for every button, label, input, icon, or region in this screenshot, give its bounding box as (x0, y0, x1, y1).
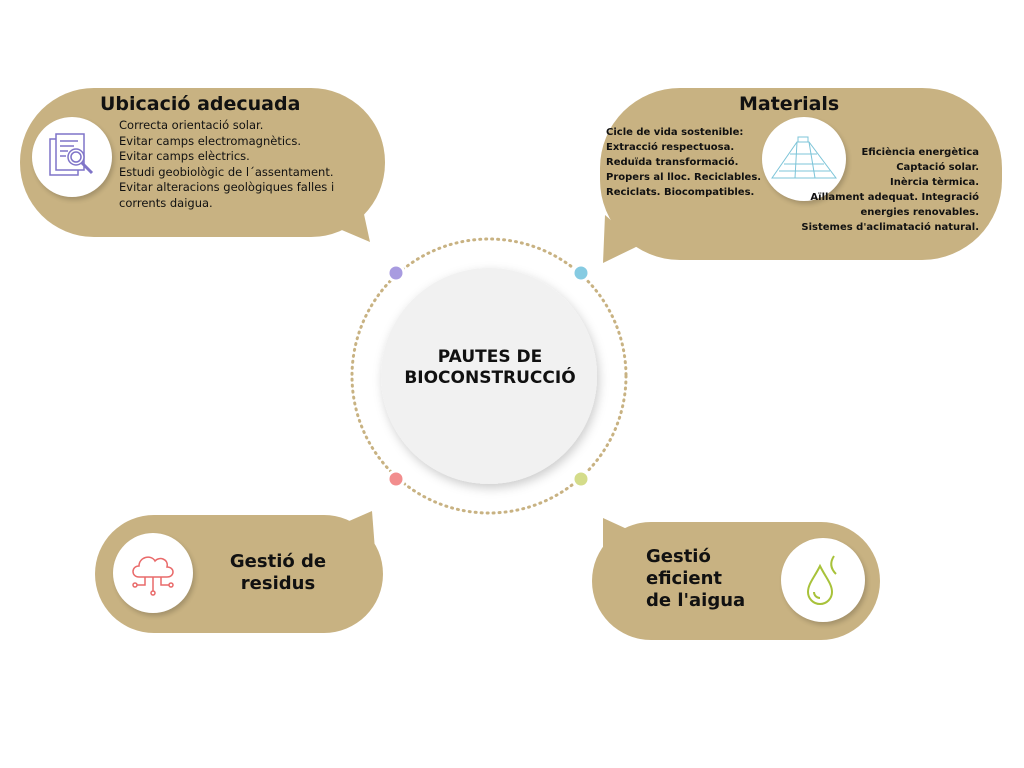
dotted-ring (350, 237, 628, 515)
bubble-residus-tail (340, 511, 375, 550)
residus-label: Gestió de residus (210, 551, 346, 595)
ubicacio-item: Estudi geobiològic de l´assentament. (119, 164, 334, 179)
materials-item: Cicle de vida sostenible: (606, 127, 744, 138)
bubble-ubicacio (20, 88, 385, 237)
residus-line2: residus (240, 573, 316, 594)
center-circle (381, 268, 597, 484)
water-drop-icon (781, 538, 865, 622)
center-title-line1: PAUTES DE (437, 347, 543, 367)
center-title: PAUTES DE BIOCONSTRUCCIÓ (380, 347, 600, 389)
residus-line1: Gestió de (229, 551, 327, 572)
materials-right-list: Eficiència energètica Captació solar. In… (801, 145, 979, 235)
ubicacio-item: Correcta orientació solar. (119, 118, 264, 132)
materials-item: Captació solar. (896, 162, 979, 173)
ubicacio-item: Evitar camps elèctrics. (119, 149, 250, 163)
materials-item: Extracció respectuosa. (606, 142, 735, 153)
dot-pink (386, 469, 406, 489)
ubicacio-item: Evitar camps electromagnètics. (119, 133, 302, 148)
materials-item: Propers al lloc. Reciclables. (606, 172, 762, 183)
aigua-label: Gestió eficient de l'aigua (646, 546, 745, 612)
materials-item: Eficiència energètica (861, 147, 979, 158)
materials-item: Reduïda transformació. (606, 157, 739, 168)
materials-item: Sistemes d'aclimatació natural. (801, 222, 979, 233)
dot-purple (386, 263, 406, 283)
materials-item: Reciclats. Biocompatibles. (606, 187, 755, 198)
dot-blue (571, 263, 591, 283)
document-search-icon (32, 117, 112, 197)
aigua-line2: eficient (646, 568, 723, 589)
ubicacio-item: corrents daigua. (119, 195, 213, 210)
aigua-line3: de l'aigua (646, 590, 746, 611)
bubble-ubicacio-tail (330, 205, 370, 242)
materials-item: Aïllament adequat. Integració (810, 192, 979, 203)
ubicacio-title: Ubicació adecuada (100, 93, 301, 115)
materials-left-list: Cicle de vida sostenible: Extracció resp… (606, 125, 761, 200)
bubble-materials-tail (603, 215, 640, 263)
pyramid-icon (762, 117, 846, 201)
bubble-aigua-tail (603, 518, 640, 560)
aigua-line1: Gestió (646, 546, 711, 567)
ubicacio-item: Evitar alteracions geològiques falles i (119, 180, 335, 194)
materials-item: Inèrcia tèrmica. (890, 177, 979, 188)
materials-item: energies renovables. (860, 207, 979, 218)
center-title-line2: BIOCONSTRUCCIÓ (404, 368, 576, 388)
ubicacio-list: Correcta orientació solar. Evitar camps … (119, 118, 334, 211)
cloud-network-icon (113, 533, 193, 613)
dot-green (571, 469, 591, 489)
materials-title: Materials (739, 93, 840, 115)
